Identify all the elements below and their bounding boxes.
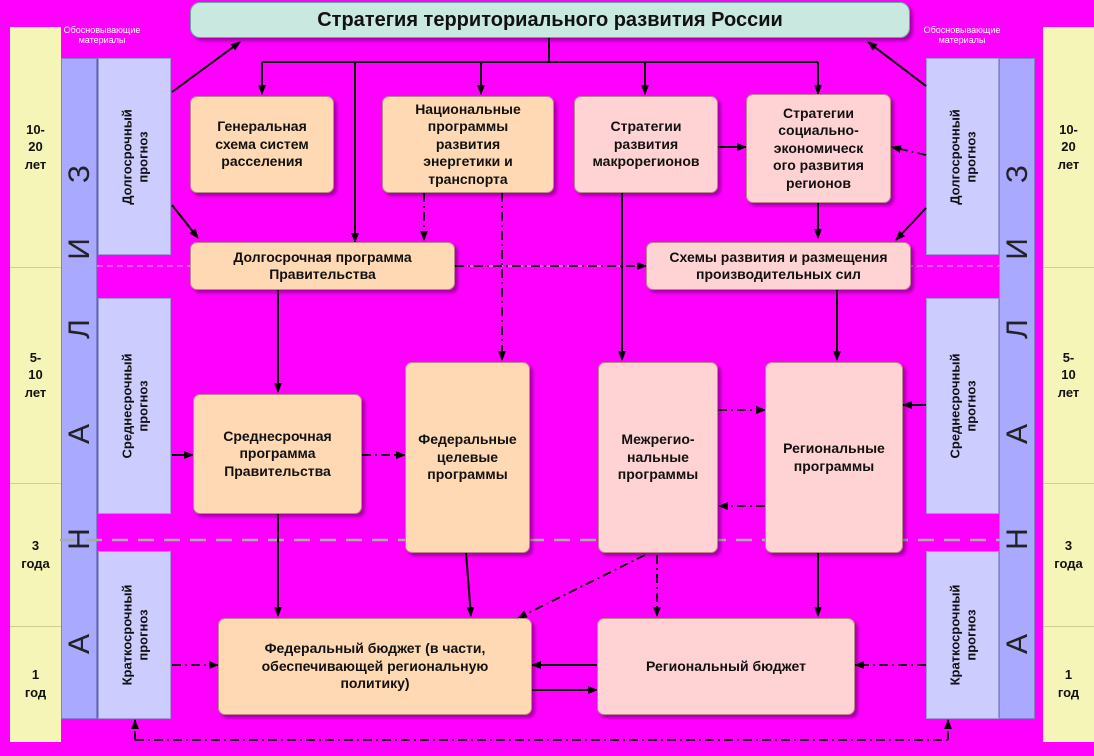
federal-target-programs: Федеральные целевые программы — [405, 362, 530, 553]
dashed-forecast-to-socio — [891, 145, 927, 156]
period-5-10-years: 5- 10 лет — [24, 349, 47, 400]
long-term-forecast-right: Долгосрочный прогноз — [926, 58, 999, 255]
side-caption-right: Обосновывающие материалы — [923, 25, 1001, 45]
period-5-10-years: 5- 10 лет — [1057, 349, 1080, 400]
analysis-column-left: А Н А Л И З — [61, 58, 97, 719]
period-divider — [10, 483, 61, 484]
federal-budget: Федеральный бюджет (в части, обеспечиваю… — [218, 618, 532, 715]
period-3-years: 3 года — [1054, 537, 1083, 571]
short-term-forecast-left: Краткосрочный прогноз — [98, 551, 171, 719]
medium-term-forecast-left: Среднесрочный прогноз — [98, 298, 171, 514]
period-divider — [10, 267, 61, 268]
short-term-forecast-right: Краткосрочный прогноз — [926, 551, 999, 719]
period-10-20-years: 10- 20 лет — [24, 121, 47, 172]
medium-term-government-program: Среднесрочная программа Правительства — [193, 394, 362, 514]
period-3-years: 3 года — [21, 537, 50, 571]
period-divider — [1043, 483, 1094, 484]
national-programs: Национальные программы развития энергети… — [382, 96, 554, 193]
arrow-federal-target-to-budget — [465, 552, 475, 617]
time-scale-right: 10- 20 лет 5- 10 лет 3 года 1 год — [1043, 27, 1094, 742]
arrow-forecast-to-longterm — [171, 204, 199, 239]
arrow-forecast-to-schemes — [895, 207, 927, 241]
interregional-programs: Межрегио- нальные программы — [598, 362, 718, 553]
period-1-year: 1 год — [1057, 667, 1080, 700]
regional-socio-economic-strategies: Стратегии социально- экономическ ого раз… — [746, 94, 891, 203]
period-10-20-years: 10- 20 лет — [1057, 121, 1080, 172]
long-term-forecast-left: Долгосрочный прогноз — [98, 58, 171, 255]
long-term-government-program: Долгосрочная программа Правительства — [190, 242, 455, 290]
regional-budget: Региональный бюджет — [597, 618, 855, 715]
general-settlement-scheme: Генеральная схема систем расселения — [190, 96, 334, 193]
productive-forces-schemes: Схемы развития и размещения производител… — [646, 242, 911, 290]
dashed-interregional-to-federal-budget — [517, 554, 646, 619]
period-divider — [1043, 267, 1094, 268]
regional-programs: Региональные программы — [765, 362, 903, 553]
macroregion-strategies: Стратегии развития макрорегионов — [574, 96, 718, 193]
period-divider — [1043, 626, 1094, 627]
medium-term-forecast-right: Среднесрочный прогноз — [926, 298, 999, 514]
period-divider — [10, 626, 61, 627]
analysis-column-right: А Н А Л И З — [999, 58, 1035, 719]
diagram-title: Стратегия территориального развития Росс… — [190, 2, 910, 38]
period-1-year: 1 год — [24, 667, 47, 700]
arrow-forecast-to-title-left — [171, 41, 241, 93]
arrow-forecast-to-title-right — [867, 41, 927, 87]
side-caption-left: Обосновывающие материалы — [63, 25, 141, 45]
time-scale-left: 10- 20 лет 5- 10 лет 3 года 1 год — [10, 27, 61, 742]
